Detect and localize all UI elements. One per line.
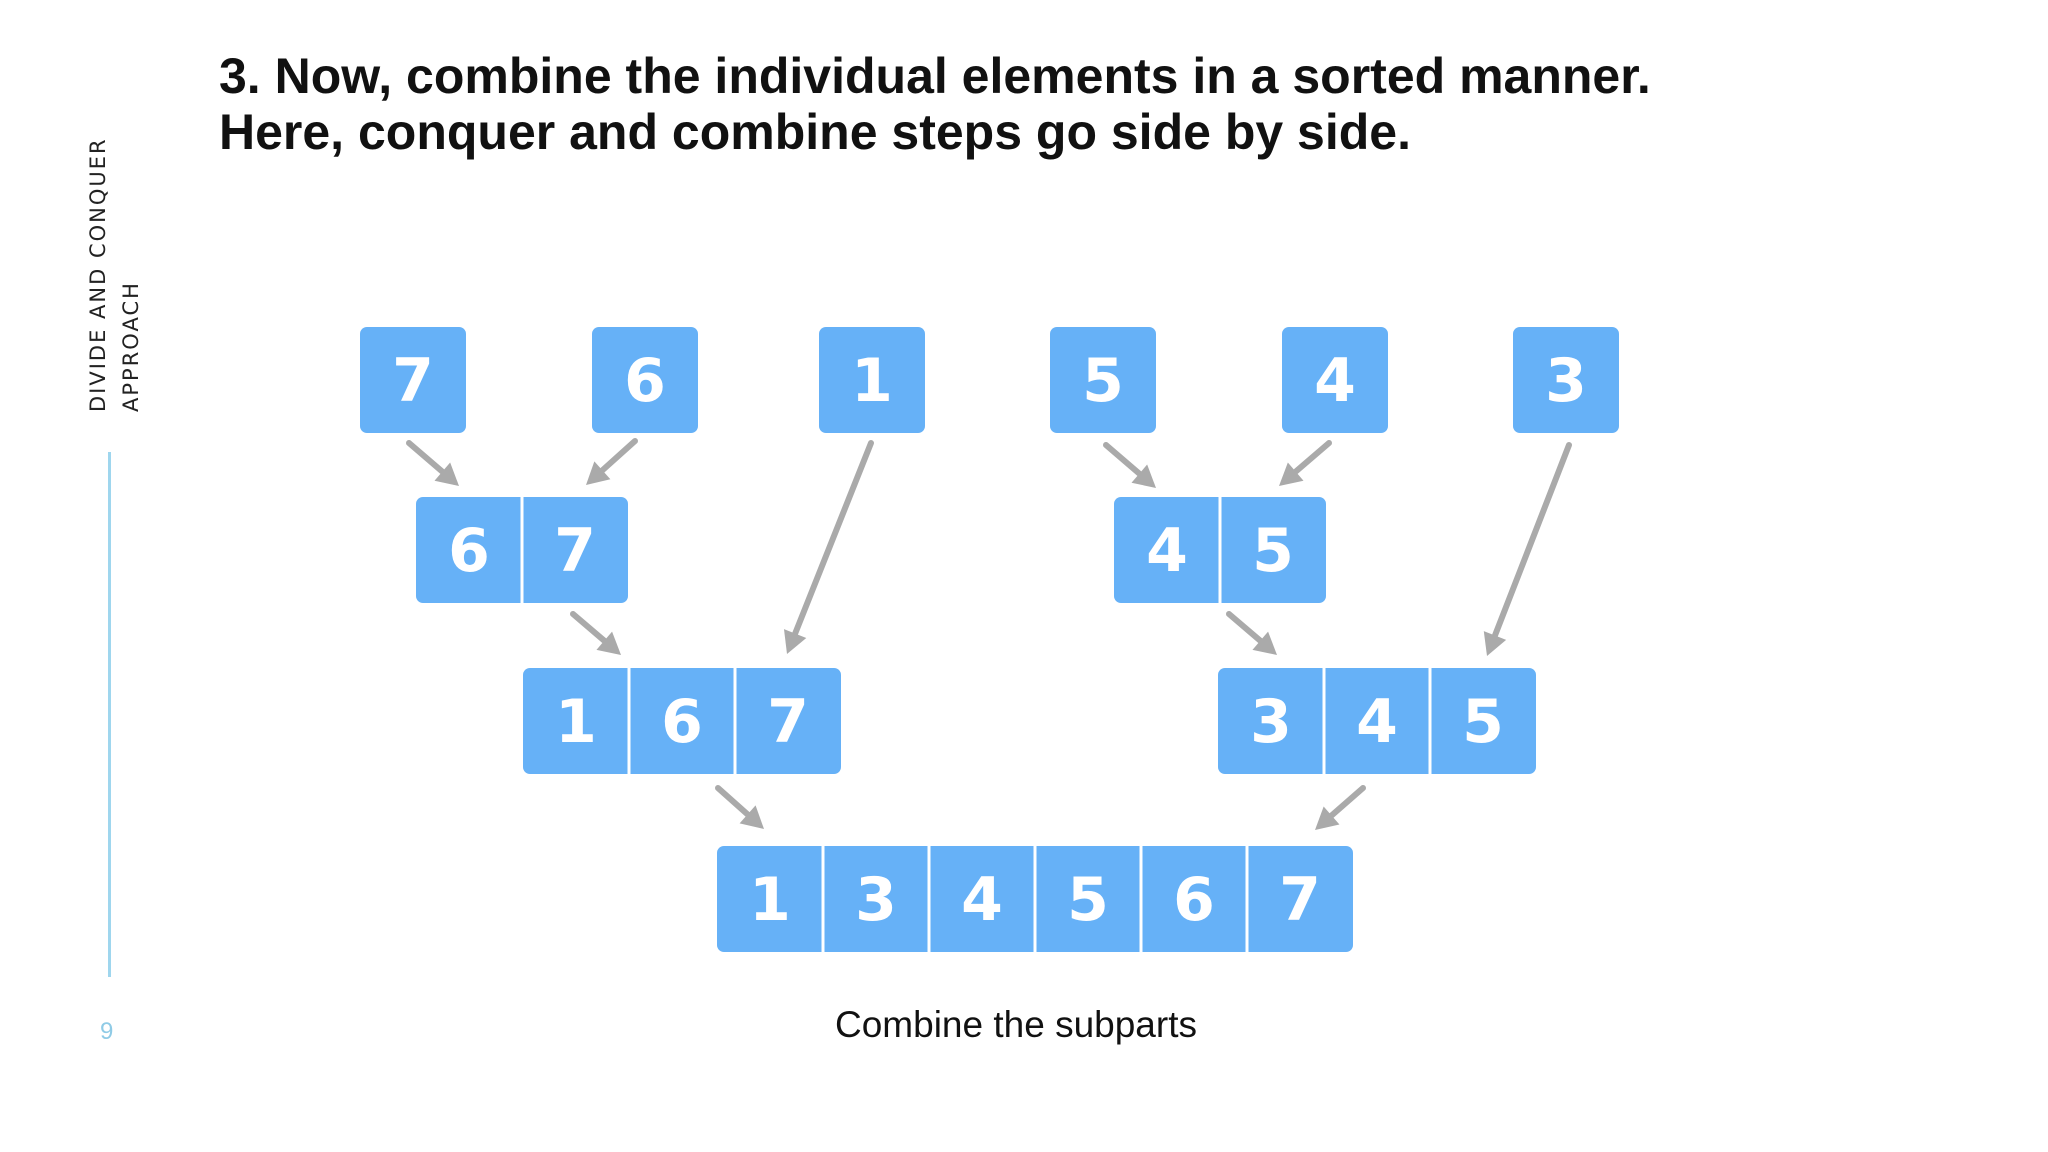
heading-line1: 3. Now, combine the individual elements …	[219, 48, 1651, 104]
merge-arrow	[570, 611, 608, 644]
merge-arrow	[1103, 442, 1143, 477]
cell-value: 6	[1173, 865, 1215, 935]
array-group: 1	[819, 327, 925, 433]
cell-value: 3	[1250, 687, 1292, 757]
arrow-head	[596, 631, 621, 655]
page-number: 9	[100, 1018, 114, 1045]
arrow-head	[1315, 806, 1340, 830]
cell-value: 6	[661, 687, 703, 757]
arrow-head	[1252, 631, 1277, 655]
heading-line2-mid: and	[555, 104, 672, 160]
merge-arrow	[1491, 442, 1572, 639]
arrow-head	[434, 462, 459, 486]
cell-value: 6	[448, 516, 490, 586]
array-box	[1282, 327, 1388, 433]
arrow-head	[1483, 631, 1507, 656]
array-box	[523, 668, 841, 774]
array-group: 7	[360, 327, 466, 433]
arrow-head	[1131, 464, 1156, 488]
array-group: 3	[1513, 327, 1619, 433]
merge-arrow	[599, 438, 638, 474]
arrow-head	[586, 461, 611, 485]
heading-bold-combine: combine	[671, 104, 878, 160]
cell-value: 4	[1356, 687, 1398, 757]
array-box	[360, 327, 466, 433]
array-group: 6	[592, 327, 698, 433]
array-box	[1050, 327, 1156, 433]
cell-value: 6	[624, 346, 666, 416]
cell-value: 1	[749, 865, 791, 935]
arrow-head	[1279, 462, 1304, 486]
cell-value: 5	[1067, 865, 1109, 935]
cell-value: 7	[1279, 865, 1321, 935]
merge-arrow	[1292, 440, 1332, 475]
cell-value: 3	[1545, 346, 1587, 416]
cell-value: 4	[1146, 516, 1188, 586]
merge-arrow	[715, 785, 751, 818]
cell-value: 1	[851, 346, 893, 416]
heading-bold-conquer: conquer	[357, 104, 556, 160]
heading-line2-prefix: Here,	[219, 104, 358, 160]
cell-value: 7	[392, 346, 434, 416]
cell-value: 1	[555, 687, 597, 757]
array-group: 5	[1050, 327, 1156, 433]
merge-arrow	[406, 440, 446, 475]
array-box	[1513, 327, 1619, 433]
diagram-caption: Combine the subparts	[835, 1004, 1197, 1045]
cell-value: 5	[1252, 516, 1294, 586]
merge-arrow	[792, 440, 874, 637]
cell-value: 7	[767, 687, 809, 757]
merge-arrow	[1226, 611, 1264, 644]
array-box	[819, 327, 925, 433]
cell-value: 5	[1082, 346, 1124, 416]
cell-value: 5	[1462, 687, 1504, 757]
cell-value: 4	[1314, 346, 1356, 416]
arrow-head	[739, 805, 764, 829]
cell-value: 3	[855, 865, 897, 935]
heading-line2-suffix: steps go side by side.	[877, 104, 1411, 160]
array-box	[592, 327, 698, 433]
merge-arrow	[1328, 785, 1366, 819]
cell-value: 4	[961, 865, 1003, 935]
slide-heading: 3. Now, combine the individual elements …	[219, 48, 1651, 160]
array-box	[1218, 668, 1536, 774]
arrow-head	[783, 629, 807, 654]
accent-rule	[108, 452, 111, 977]
cell-value: 7	[554, 516, 596, 586]
array-group: 4	[1282, 327, 1388, 433]
